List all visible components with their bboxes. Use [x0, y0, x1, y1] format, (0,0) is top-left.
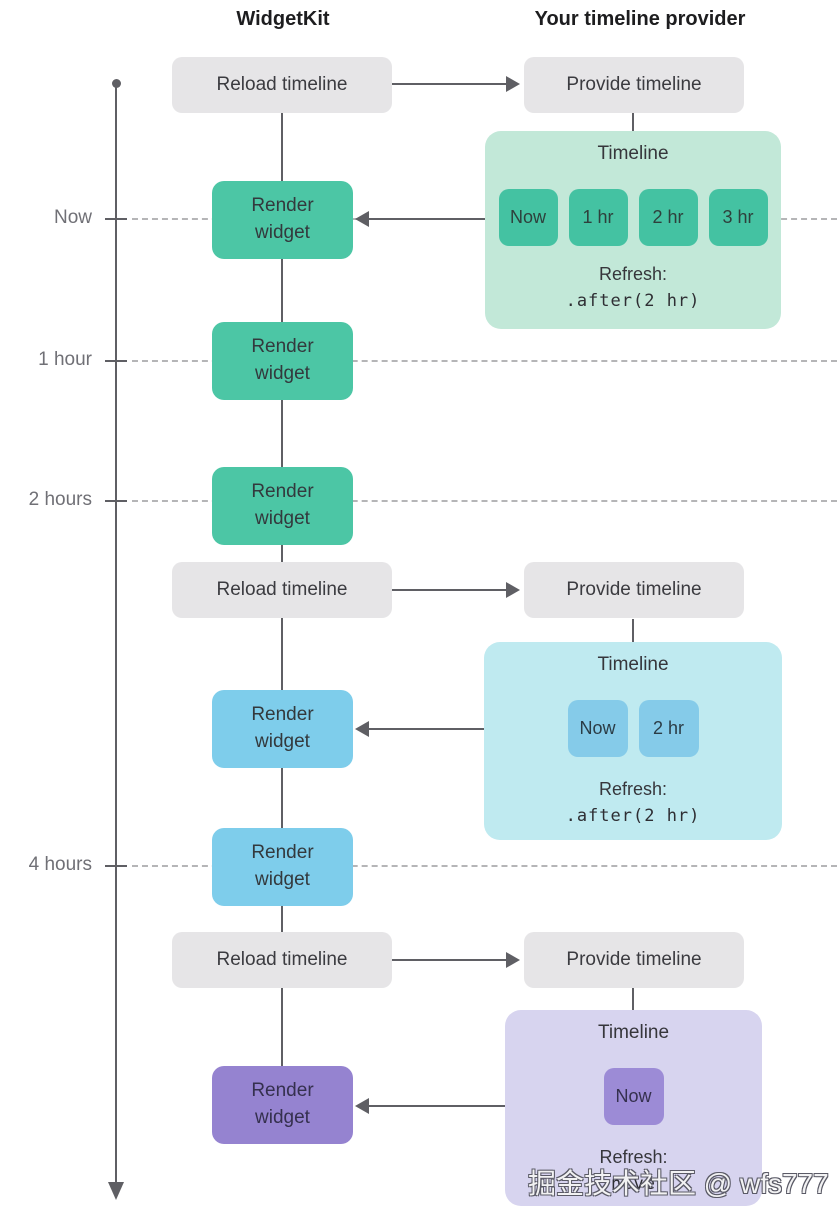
timeline-panel-3: Timeline Now Refresh: .never — [505, 1010, 762, 1206]
panel-title: Timeline — [597, 1022, 670, 1043]
reload-timeline-box-3: Reload timeline — [172, 932, 392, 988]
column-header-provider: Your timeline provider — [534, 8, 746, 30]
render-widget-box-1: Render widget — [212, 181, 353, 259]
timeline-chip-2hr: 2 hr — [638, 189, 698, 246]
arrow-reload-provide-1 — [392, 83, 508, 85]
render-widget-label-line1: Render — [251, 336, 314, 358]
provide-timeline-box-1: Provide timeline — [524, 57, 744, 113]
timeline-chip-now: Now — [603, 1068, 664, 1125]
render-widget-box-5: Render widget — [212, 828, 353, 906]
render-widget-label-line1: Render — [251, 842, 314, 864]
render-widget-label-line2: widget — [255, 363, 310, 384]
arrow-reload-provide-3 — [392, 959, 508, 961]
render-widget-label-line2: widget — [255, 869, 310, 890]
refresh-code: .never — [599, 1174, 668, 1194]
timeline-chips: Now — [603, 1068, 664, 1125]
provider-connector-1 — [632, 111, 634, 131]
provide-timeline-box-2: Provide timeline — [524, 562, 744, 618]
timeline-chip-1hr: 1 hr — [568, 189, 628, 246]
timeline-chip-now: Now — [498, 189, 558, 246]
arrow-panel-render-3 — [366, 1105, 505, 1107]
refresh-label: Refresh: — [599, 1147, 668, 1167]
render-widget-box-2: Render widget — [212, 322, 353, 400]
render-widget-label-line2: widget — [255, 508, 310, 529]
panel-title: Timeline — [597, 654, 669, 675]
render-widget-label-line2: widget — [255, 731, 310, 752]
arrow-reload-provide-2 — [392, 589, 508, 591]
time-axis-line — [115, 84, 117, 1184]
watermark-text: 掘金技术社区 @ wfs777 — [528, 1168, 829, 1199]
arrowhead-right-icon-3 — [506, 952, 520, 968]
refresh-label: Refresh: — [598, 779, 668, 799]
timeline-chip-2hr: 2 hr — [638, 700, 699, 757]
axis-label-2-hours: 2 hours — [28, 489, 92, 510]
timeline-panel-1: Timeline Now 1 hr 2 hr 3 hr Refresh: .af… — [485, 131, 781, 329]
axis-label-4-hours: 4 hours — [28, 854, 92, 875]
render-widget-label-line2: widget — [255, 1107, 310, 1128]
provide-timeline-box-3: Provide timeline — [524, 932, 744, 988]
axis-tick-now — [105, 218, 127, 220]
dashed-line-4-hours — [132, 865, 837, 867]
axis-label-1-hour: 1 hour — [38, 349, 92, 370]
arrowhead-right-icon-1 — [506, 76, 520, 92]
arrowhead-left-icon-3 — [355, 1098, 369, 1114]
render-widget-box-4: Render widget — [212, 690, 353, 768]
timeline-panel-2: Timeline Now 2 hr Refresh: .after(2 hr) — [484, 642, 782, 840]
timeline-chips: Now 2 hr — [567, 700, 699, 757]
provider-connector-3 — [632, 988, 634, 1010]
timeline-chips: Now 1 hr 2 hr 3 hr — [498, 189, 768, 246]
timeline-chip-3hr: 3 hr — [708, 189, 768, 246]
render-widget-box-3: Render widget — [212, 467, 353, 545]
render-widget-label-line1: Render — [251, 1080, 314, 1102]
arrowhead-left-icon-2 — [355, 721, 369, 737]
provider-connector-2 — [632, 619, 634, 642]
render-widget-label-line1: Render — [251, 704, 314, 726]
arrow-panel-render-2 — [366, 728, 484, 730]
reload-timeline-box-2: Reload timeline — [172, 562, 392, 618]
render-widget-label-line2: widget — [255, 222, 310, 243]
arrowhead-left-icon-1 — [355, 211, 369, 227]
axis-arrowhead-down-icon — [108, 1182, 124, 1200]
axis-start-dot — [112, 79, 121, 88]
refresh-label: Refresh: — [598, 264, 668, 284]
refresh-code: .after(2 hr) — [565, 291, 701, 311]
dashed-line-1-hour — [132, 360, 837, 362]
render-widget-label-line1: Render — [251, 481, 314, 503]
timeline-chip-now: Now — [567, 700, 628, 757]
axis-label-now: Now — [53, 207, 92, 228]
axis-tick-4-hours — [105, 865, 127, 867]
panel-title: Timeline — [597, 143, 669, 164]
refresh-code: .after(2 hr) — [565, 806, 701, 826]
axis-tick-2-hours — [105, 500, 127, 502]
render-widget-label-line1: Render — [251, 195, 314, 217]
axis-tick-1-hour — [105, 360, 127, 362]
render-widget-box-6: Render widget — [212, 1066, 353, 1144]
arrowhead-right-icon-2 — [506, 582, 520, 598]
dashed-line-2-hours — [132, 500, 837, 502]
reload-timeline-box-1: Reload timeline — [172, 57, 392, 113]
column-header-widgetkit: WidgetKit — [236, 8, 330, 30]
arrow-panel-render-1 — [366, 218, 485, 220]
